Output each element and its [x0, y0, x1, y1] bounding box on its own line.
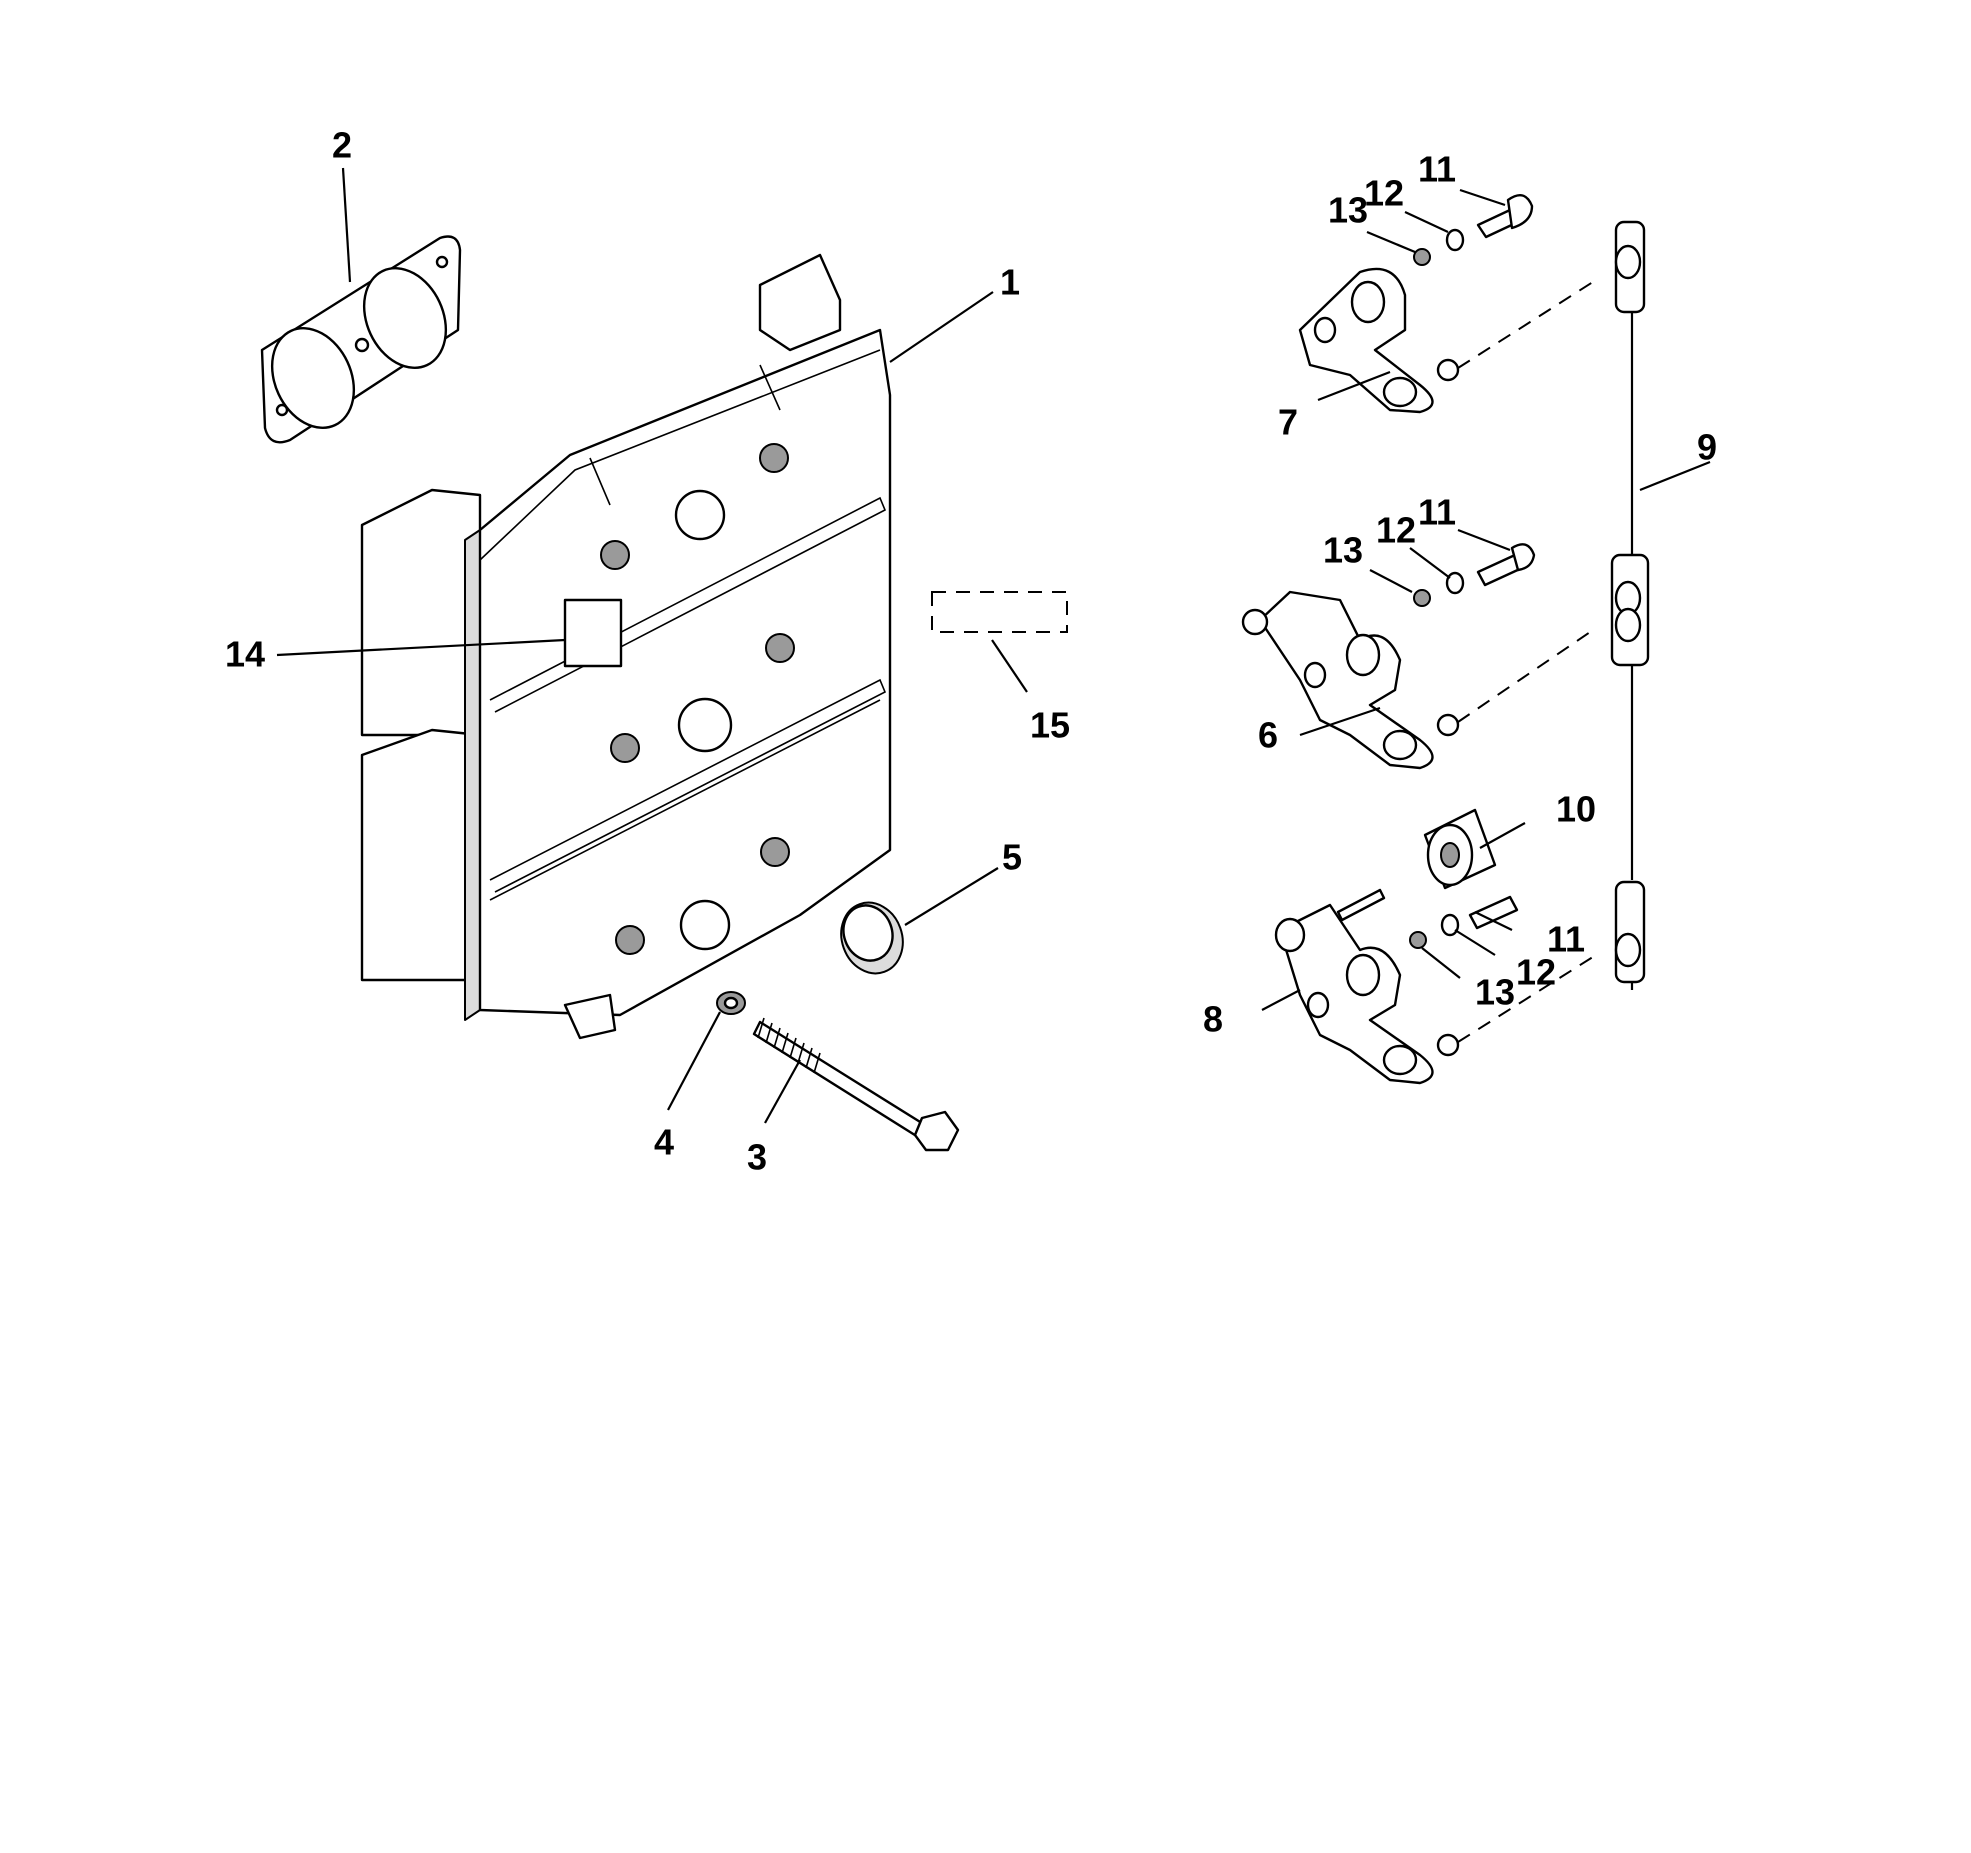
- callout-14: 14: [225, 634, 265, 675]
- hardware-top: [1413, 194, 1534, 266]
- callout-9: 9: [1697, 427, 1717, 468]
- leader-lines: [276, 167, 1711, 1124]
- callout-4: 4: [654, 1122, 674, 1163]
- rod-assembly-part-9: [1610, 220, 1650, 990]
- callout-10: 10: [1556, 789, 1596, 830]
- callout-11-top: 11: [1418, 149, 1456, 190]
- callout-1: 1: [1000, 262, 1020, 303]
- callout-8: 8: [1203, 999, 1223, 1040]
- lever-part-7: [1298, 267, 1597, 414]
- callout-5: 5: [1002, 837, 1022, 878]
- callout-3: 3: [747, 1137, 767, 1178]
- bolt-part-3: [752, 1017, 960, 1152]
- callout-11-bot: 11: [1547, 919, 1585, 960]
- callout-12-mid: 12: [1376, 510, 1416, 551]
- bushing-part-10: [1423, 808, 1497, 890]
- callout-2: 2: [332, 125, 352, 166]
- control-module-part-1: [360, 253, 892, 1040]
- lever-part-8: [1274, 888, 1597, 1085]
- lever-part-6: [1241, 590, 1597, 770]
- washer-part-4: [716, 991, 746, 1015]
- gasket-part-2: [260, 235, 462, 444]
- callout-6: 6: [1258, 715, 1278, 756]
- plug-part-5: [840, 901, 904, 975]
- hardware-bottom: [1409, 895, 1519, 949]
- callout-11-mid: 11: [1418, 492, 1456, 533]
- callout-12-bot: 12: [1516, 952, 1556, 993]
- dashed-outline-part-15: [931, 591, 1068, 633]
- callout-13-bot: 13: [1475, 972, 1515, 1013]
- callout-13-mid: 13: [1323, 530, 1363, 571]
- callout-15: 15: [1030, 705, 1070, 746]
- callout-7: 7: [1278, 402, 1298, 443]
- callout-13-top: 13: [1328, 190, 1368, 231]
- callout-12-top: 12: [1364, 173, 1404, 214]
- hardware-middle: [1413, 543, 1536, 607]
- callout-numbers: 1 2 3 4 5 6 7 8 9 10 11 12 13 11 12 13 1…: [225, 125, 1717, 1178]
